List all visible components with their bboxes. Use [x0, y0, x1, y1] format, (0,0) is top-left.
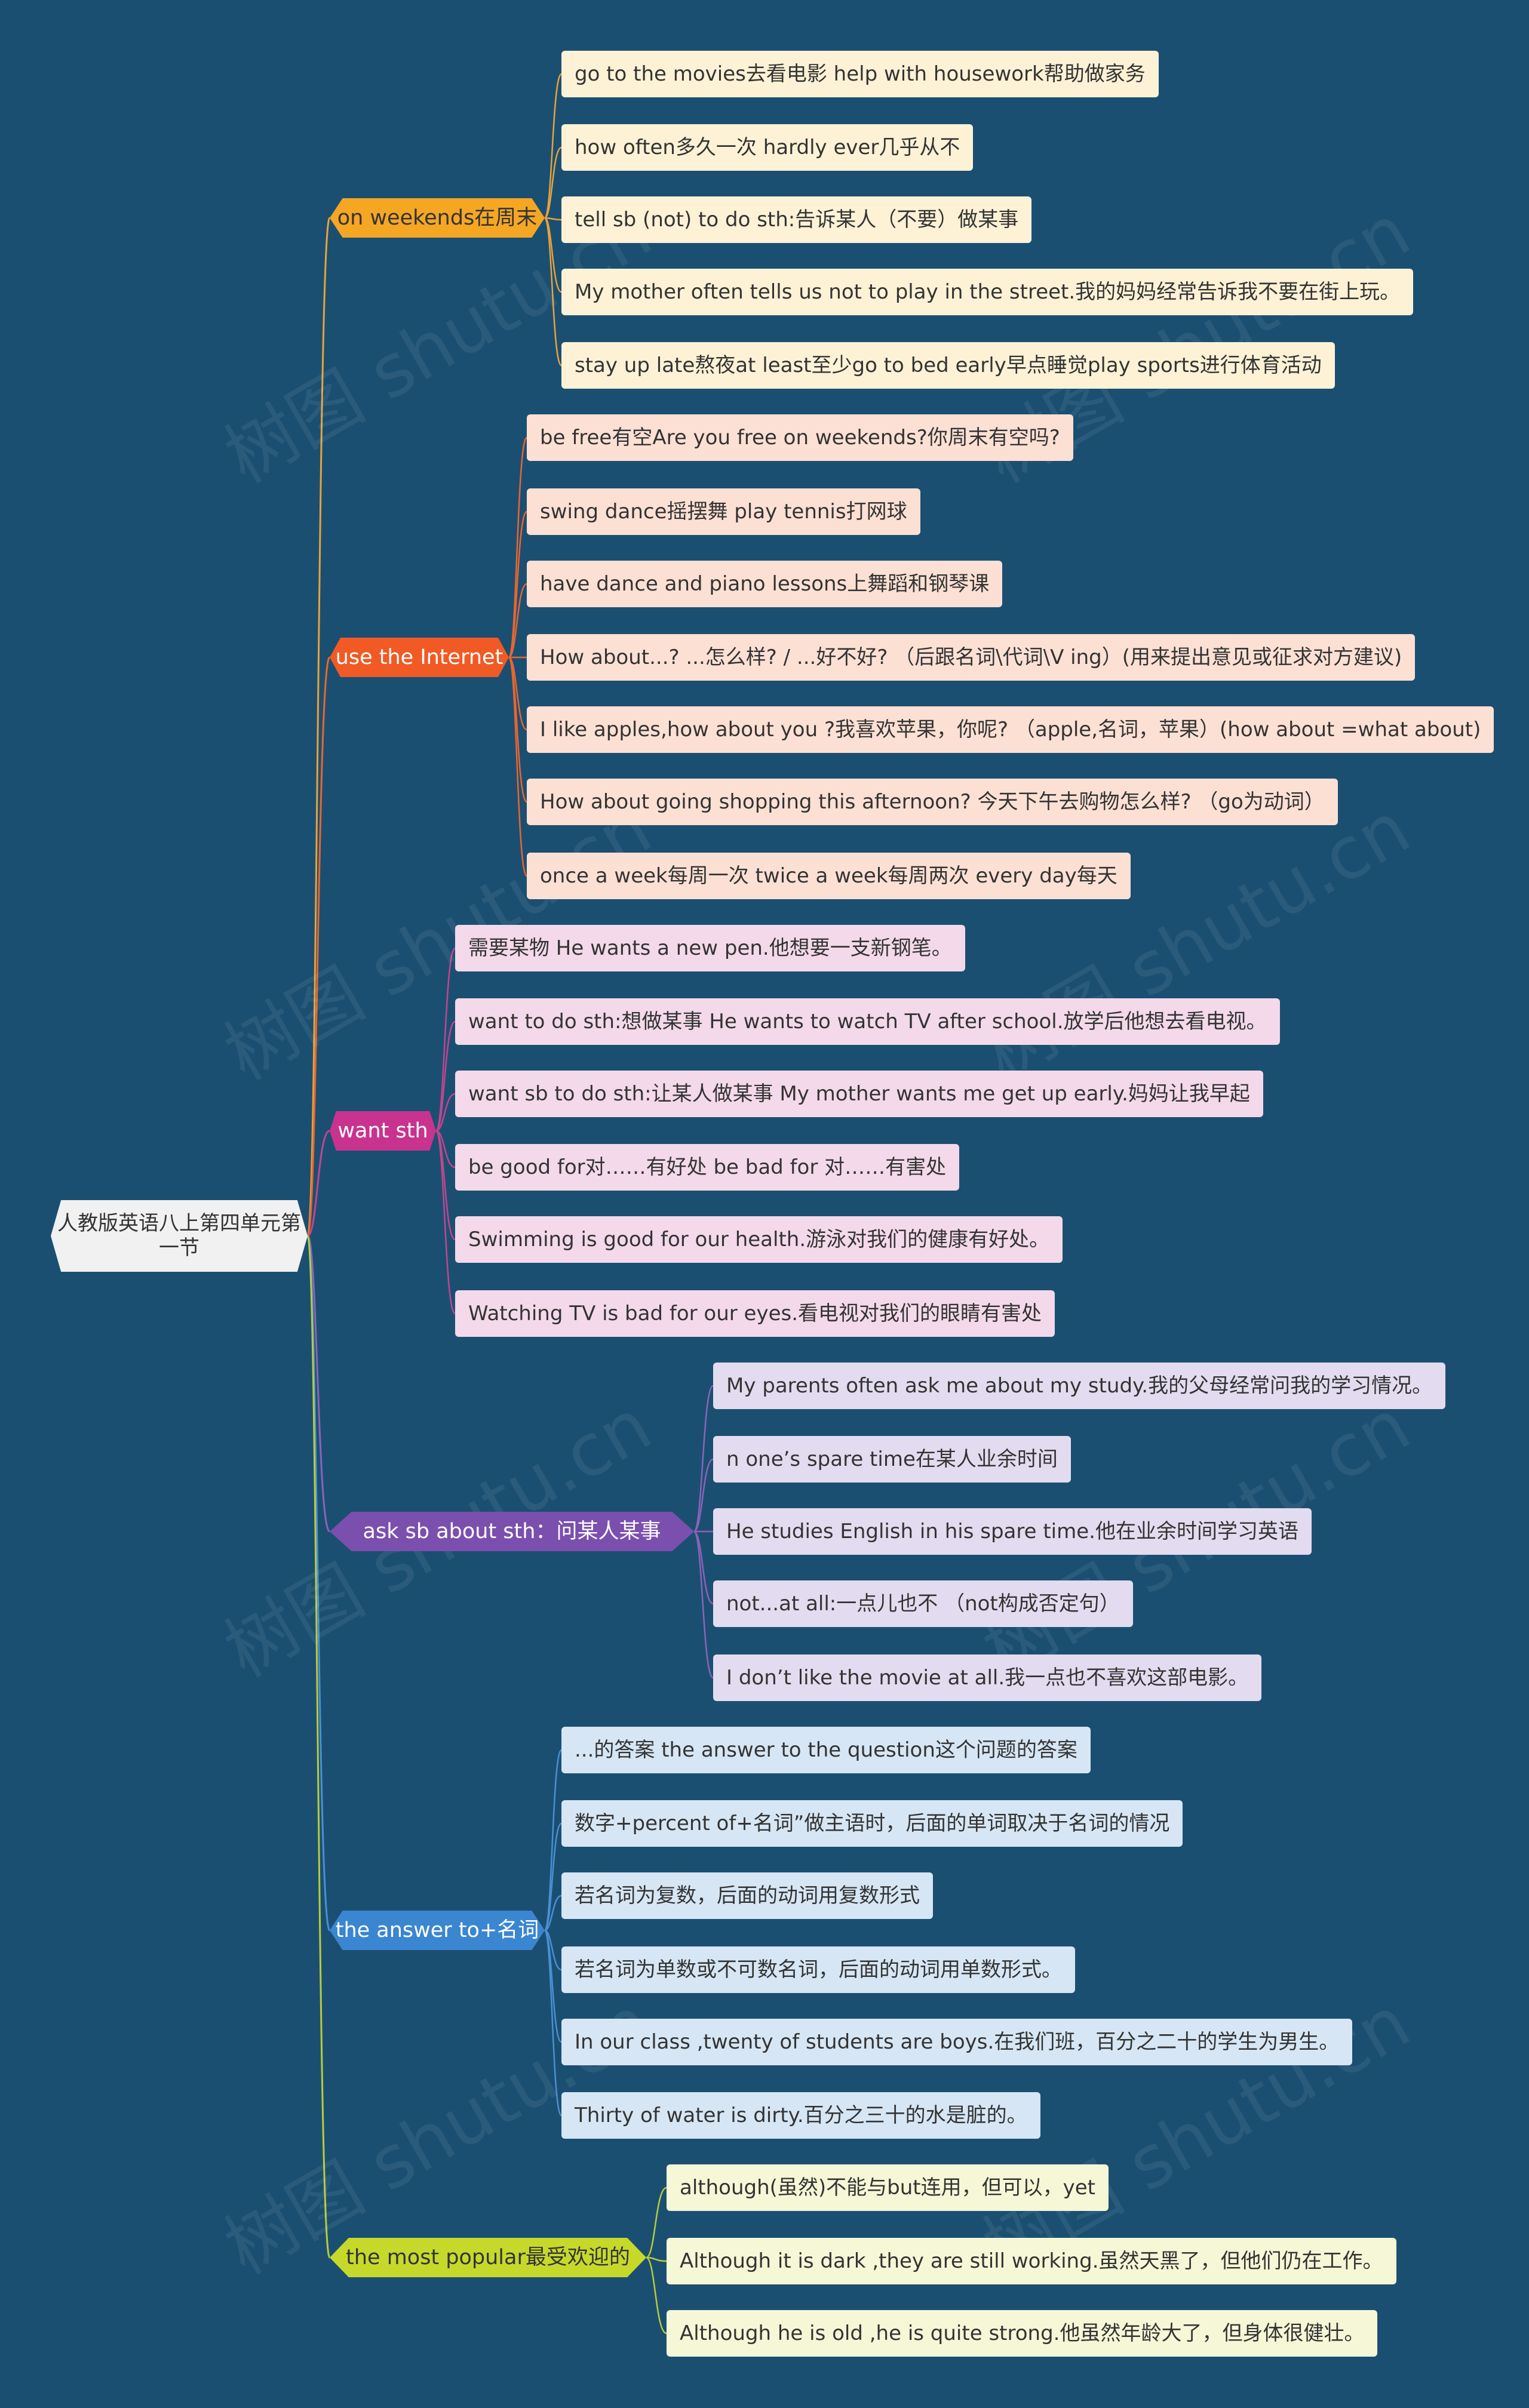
leaf-topic[interactable]: My mother often tells us not to play in …	[561, 269, 1414, 315]
branch-to-leaf-line	[693, 1458, 714, 1533]
root-to-branch-line	[307, 1130, 330, 1237]
branch-to-leaf-line	[508, 583, 527, 659]
branch-to-leaf-line	[544, 1822, 563, 1932]
leaf-topic[interactable]: Swimming is good for our health.游泳对我们的健康…	[455, 1216, 1063, 1263]
leaf-topic[interactable]: 数字+percent of+名词”做主语时，后面的单词取决于名词的情况	[561, 1800, 1183, 1847]
leaf-topic[interactable]: ...的答案 the answer to the question这个问题的答案	[561, 1727, 1091, 1773]
branch-to-leaf-line	[544, 1895, 562, 1932]
branch-to-leaf-line	[508, 656, 528, 877]
leaf-topic[interactable]: go to the movies去看电影 help with housework…	[561, 51, 1159, 97]
leaf-topic[interactable]: be good for对……有好处 be bad for 对……有害处	[455, 1144, 960, 1191]
leaf-topic[interactable]: How about going shopping this afternoon?…	[527, 779, 1338, 825]
branch-to-leaf-line	[435, 1130, 456, 1168]
branch-to-leaf-line	[544, 217, 562, 293]
branch-to-leaf-line	[544, 217, 562, 221]
leaf-topic[interactable]: In our class ,twenty of students are boy…	[561, 2019, 1353, 2065]
root-to-branch-line	[306, 217, 331, 1237]
leaf-topic[interactable]: be free有空Are you free on weekends?你周末有空吗…	[527, 414, 1073, 461]
leaf-topic[interactable]: n one’s spare time在某人业余时间	[713, 1436, 1071, 1483]
root-topic[interactable]: 人教版英语八上第四单元第一节	[51, 1200, 308, 1272]
leaf-topic[interactable]: 需要某物 He wants a new pen.他想要一支新钢笔。	[455, 925, 965, 971]
branch-topic[interactable]: use the Internet	[330, 638, 509, 677]
branch-to-leaf-line	[646, 2186, 667, 2259]
leaf-topic[interactable]: not...at all:一点儿也不 （not构成否定句）	[713, 1580, 1133, 1627]
branch-to-leaf-line	[693, 1385, 714, 1533]
leaf-topic[interactable]: 若名词为复数，后面的动词用复数形式	[561, 1872, 933, 1919]
branch-to-leaf-line	[646, 2256, 667, 2335]
branch-topic[interactable]: ask sb about sth：问某人某事	[330, 1512, 694, 1551]
leaf-topic[interactable]: My parents often ask me about my study.我…	[713, 1363, 1446, 1409]
branch-to-leaf-line	[544, 217, 563, 367]
branch-to-leaf-line	[435, 1130, 456, 1315]
leaf-topic[interactable]: stay up late熬夜at least至少go to bed early早…	[561, 342, 1335, 389]
branch-to-leaf-line	[544, 1929, 563, 2117]
leaf-topic[interactable]: Thirty of water is dirty.百分之三十的水是脏的。	[561, 2092, 1040, 2139]
branch-to-leaf-line	[544, 1929, 562, 1971]
branch-to-leaf-line	[435, 1020, 456, 1132]
leaf-topic[interactable]: 若名词为单数或不可数名词，后面的动词用单数形式。	[561, 1946, 1075, 1993]
branch-topic[interactable]: the answer to+名词	[330, 1911, 545, 1950]
leaf-topic[interactable]: I don’t like the movie at all.我一点也不喜欢这部电…	[713, 1654, 1262, 1701]
branch-topic[interactable]: want sth	[330, 1111, 436, 1151]
branch-to-leaf-line	[544, 146, 562, 219]
leaf-topic[interactable]: once a week每周一次 twice a week每周两次 every d…	[527, 853, 1131, 899]
branch-to-leaf-line	[508, 436, 528, 659]
leaf-topic[interactable]: have dance and piano lessons上舞蹈和钢琴课	[527, 561, 1003, 607]
leaf-topic[interactable]: Watching TV is bad for our eyes.看电视对我们的眼…	[455, 1290, 1055, 1337]
branch-to-leaf-line	[435, 947, 456, 1132]
leaf-topic[interactable]: want sb to do sth:让某人做某事 My mother wants…	[455, 1071, 1263, 1117]
branch-to-leaf-line	[693, 1530, 714, 1679]
leaf-topic[interactable]: although(虽然)不能与but连用，但可以，yet	[667, 2164, 1109, 2211]
leaf-topic[interactable]: how often多久一次 hardly ever几乎从不	[561, 124, 974, 171]
branch-topic[interactable]: on weekends在周末	[330, 198, 545, 238]
leaf-topic[interactable]: tell sb (not) to do sth:告诉某人（不要）做某事	[561, 196, 1032, 243]
branch-to-leaf-line	[544, 1749, 563, 1932]
branch-to-leaf-line	[508, 510, 528, 659]
branch-to-leaf-line	[693, 1530, 714, 1605]
root-to-branch-line	[306, 656, 331, 1237]
branch-to-leaf-line	[435, 1093, 456, 1132]
branch-topic[interactable]: the most popular最受欢迎的	[330, 2238, 646, 2277]
leaf-topic[interactable]: He studies English in his spare time.他在业…	[713, 1508, 1312, 1555]
leaf-topic[interactable]: want to do sth:想做某事 He wants to watch TV…	[455, 998, 1280, 1045]
root-to-branch-line	[306, 1235, 331, 1533]
leaf-topic[interactable]: Although he is old ,he is quite strong.他…	[667, 2310, 1378, 2357]
leaf-topic[interactable]: How about...? ...怎么样? / ...好不好? （后跟名词\代词…	[527, 634, 1416, 681]
root-to-branch-line	[306, 1235, 331, 2259]
branch-to-leaf-line	[646, 2256, 667, 2262]
leaf-topic[interactable]: Although it is dark ,they are still work…	[667, 2238, 1396, 2284]
leaf-topic[interactable]: swing dance摇摆舞 play tennis打网球	[527, 488, 920, 535]
branch-to-leaf-line	[544, 73, 563, 219]
leaf-topic[interactable]: I like apples,how about you ?我喜欢苹果，你呢? （…	[527, 706, 1494, 753]
